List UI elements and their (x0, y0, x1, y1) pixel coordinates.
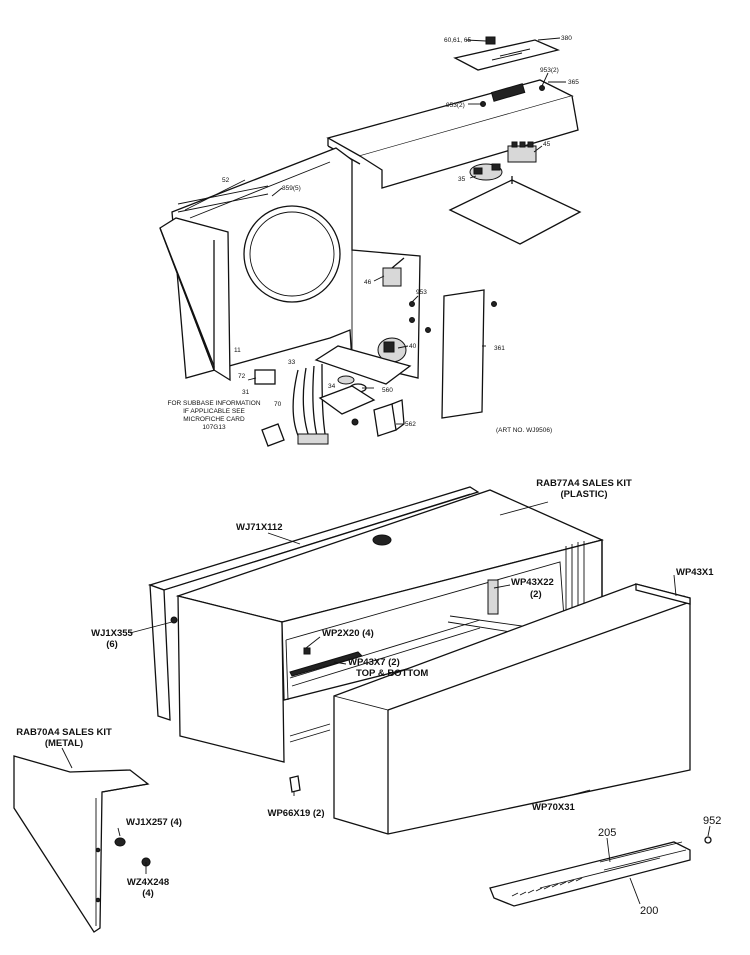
seal-wp43x7 (289, 651, 363, 677)
callout-72: 72 (238, 373, 246, 380)
clip-wp66x19 (289, 775, 301, 793)
wall-case (175, 489, 604, 763)
callout-953-c: 953 (416, 289, 427, 296)
label-wp43x22: WP43X22 (511, 577, 554, 588)
upper-assembly: 60,61, 65 380 953(2) 365 953(2) 45 35 52… (159, 35, 582, 447)
terminal-block-31 (254, 369, 276, 385)
fan-shroud-panel (171, 147, 421, 379)
callout-953-b: 953(2) (446, 102, 465, 109)
art-number: (ART NO. WJ9506) (496, 427, 552, 434)
label-wp43x7: WP43X7 (2) (348, 657, 400, 668)
label-wj1x257: WJ1X257 (4) (126, 817, 182, 828)
subbase-note-line4: 107G13 (202, 424, 226, 431)
control-box-365 (326, 79, 579, 189)
callout-11: 11 (234, 347, 241, 354)
label-wp43x22-qty: (2) (530, 589, 542, 600)
label-wj1x355: WJ1X355 (91, 628, 133, 639)
lower-leaders (61, 501, 711, 905)
control-bracket (448, 176, 582, 245)
subbase-note-line3: MICROFICHE CARD (183, 416, 245, 423)
label-rab70a4-metal: (METAL) (45, 738, 83, 749)
callout-70: 70 (274, 401, 282, 408)
subbase-note: FOR SUBBASE INFORMATION IF APPLICABLE SE… (167, 400, 260, 431)
label-rab70a4-kit: RAB70A4 SALES KIT (16, 727, 112, 738)
base-pan (314, 345, 412, 385)
callout-361: 361 (494, 345, 505, 352)
callout-859: 859(5) (282, 185, 301, 192)
callout-380: 380 (561, 35, 572, 42)
subbase-note-line2: IF APPLICABLE SEE (183, 408, 245, 415)
control-panel-380 (453, 36, 561, 71)
upper-leaders (247, 37, 566, 425)
callout-60-61-65: 60,61, 65 (444, 37, 471, 44)
thermostat-46 (382, 257, 405, 287)
label-top-bottom: TOP & BOTTOM (356, 668, 428, 679)
base-grille (489, 841, 691, 907)
callout-40: 40 (409, 343, 417, 350)
label-wz4x248-qty: (4) (142, 888, 154, 899)
label-wp66x19: WP66X19 (2) (267, 808, 324, 819)
callout-34: 34 (328, 383, 336, 390)
label-rab77a4-plastic: (PLASTIC) (561, 489, 608, 500)
callout-560: 560 (382, 387, 393, 394)
relay-35 (469, 163, 503, 181)
bracket-562 (373, 399, 405, 437)
callout-31: 31 (242, 389, 250, 396)
subbase-note-line1: FOR SUBBASE INFORMATION (167, 400, 260, 407)
callout-46: 46 (364, 279, 372, 286)
callout-45: 45 (543, 141, 551, 148)
label-wj71x112: WJ71X112 (236, 522, 282, 533)
label-952: 952 (703, 815, 721, 827)
label-205: 205 (598, 827, 616, 839)
label-200: 200 (640, 905, 658, 917)
front-cover-wp70x31 (333, 583, 691, 835)
label-wp70x31: WP70X31 (532, 802, 575, 813)
callout-365: 365 (568, 79, 579, 86)
callout-953-a: 953(2) (540, 67, 559, 74)
callout-33: 33 (288, 359, 296, 366)
label-wp43x1: WP43X1 (676, 567, 714, 578)
left-side-panel (159, 179, 269, 382)
lower-assembly: RAB77A4 SALES KIT (PLASTIC) WJ71X112 WP4… (13, 478, 721, 933)
bracket-560 (318, 385, 376, 426)
label-wp2x20: WP2X20 (4) (322, 628, 374, 639)
callout-35: 35 (458, 176, 466, 183)
label-wz4x248: WZ4X248 (127, 877, 169, 888)
wire-harness-70 (261, 363, 329, 447)
label-wj1x355-qty: (6) (106, 639, 118, 650)
switch-45 (507, 141, 537, 163)
callout-52: 52 (222, 177, 230, 184)
label-rab77a4-kit: RAB77A4 SALES KIT (536, 478, 632, 489)
access-cover-361 (441, 289, 485, 419)
mounting-flange-wj71x112 (147, 486, 480, 721)
callout-562: 562 (405, 421, 416, 428)
metal-kit-panel (13, 755, 151, 933)
